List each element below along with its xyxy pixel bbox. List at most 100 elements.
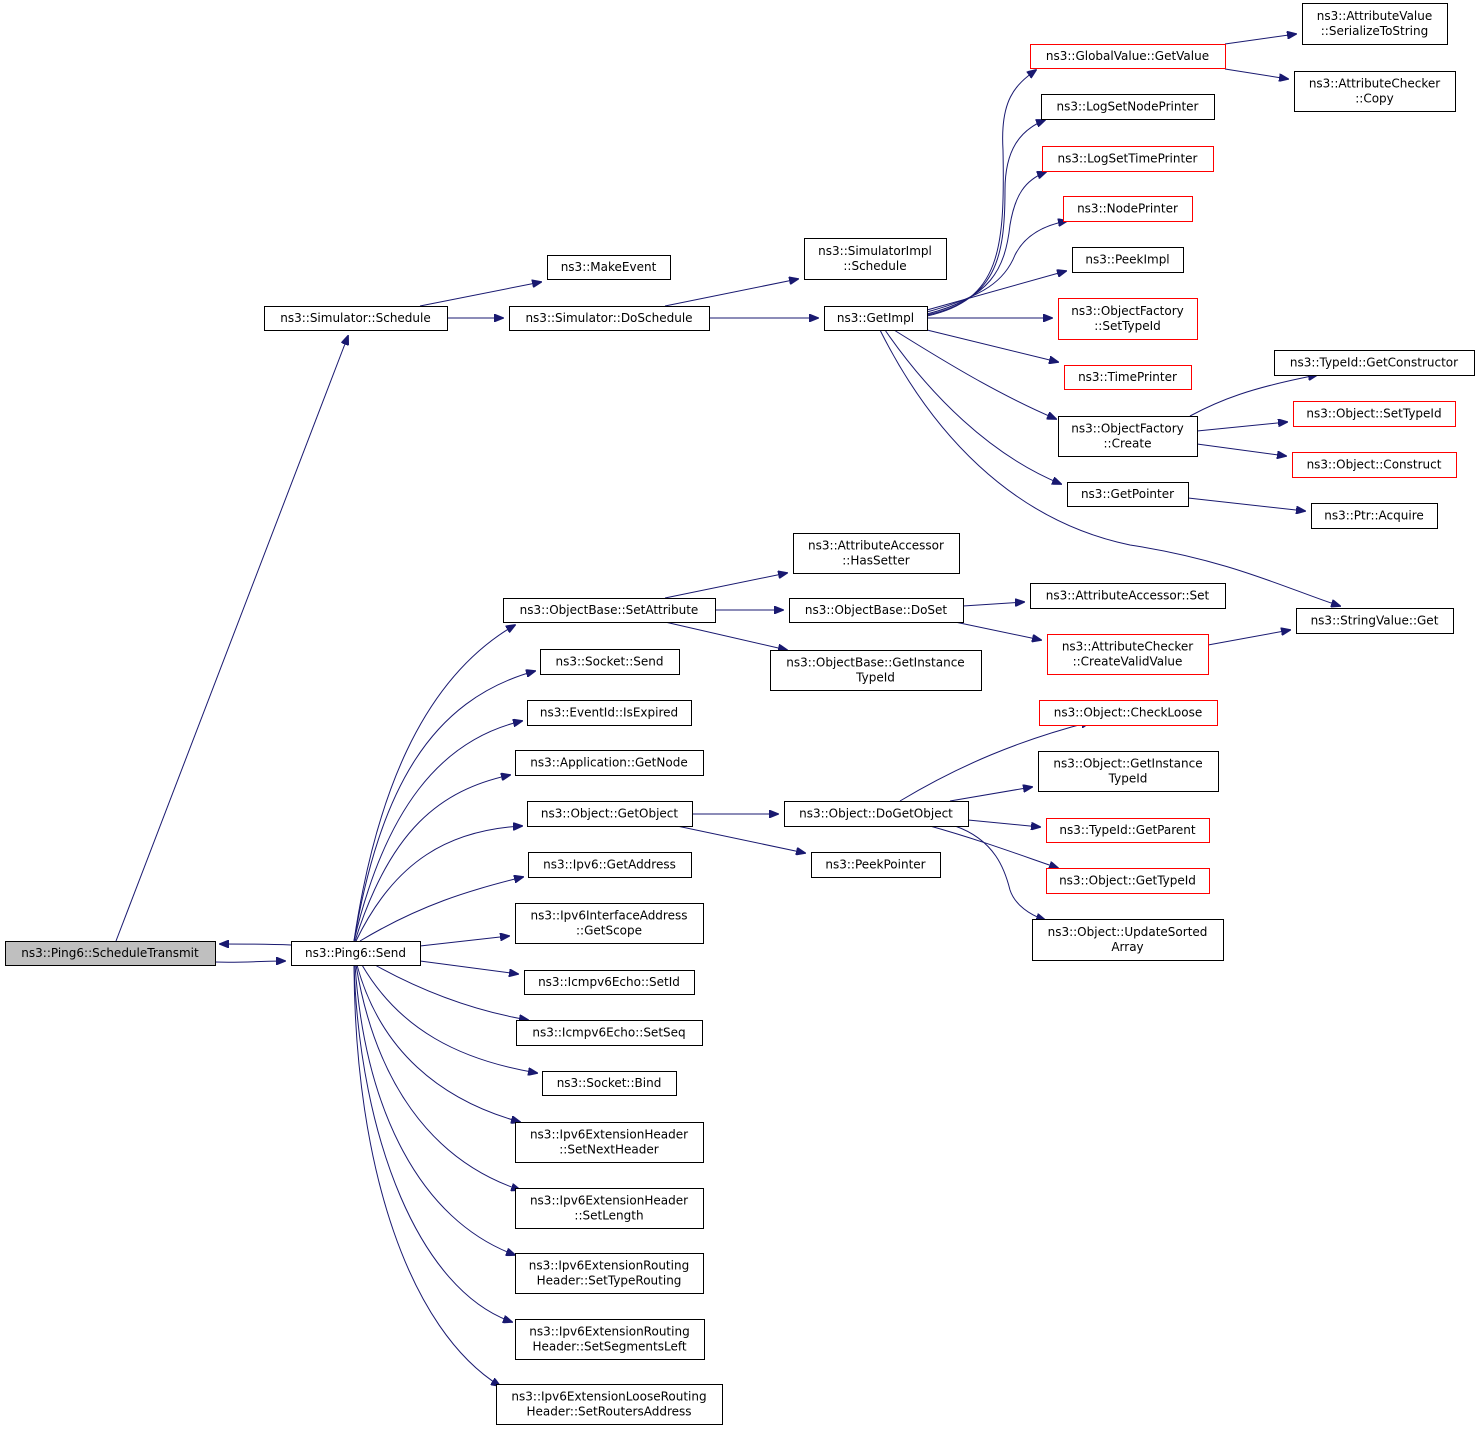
edge-object-dogetobject-to-typeid-getparent xyxy=(967,819,1040,827)
node-ipv6extrouting-settyperouting[interactable]: ns3::Ipv6ExtensionRoutingHeader::SetType… xyxy=(515,1253,704,1294)
node-box xyxy=(1063,196,1193,222)
node-objectbase-doset[interactable]: ns3::ObjectBase::DoSet xyxy=(789,598,964,623)
node-box xyxy=(515,750,704,776)
node-box xyxy=(1064,365,1192,390)
node-label: ns3::TypeId::GetParent xyxy=(1059,823,1195,837)
node-box xyxy=(1038,751,1219,792)
node-socket-send[interactable]: ns3::Socket::Send xyxy=(540,649,680,675)
node-label: ::SetLength xyxy=(574,1209,643,1223)
node-box xyxy=(524,970,695,995)
node-attributechecker-copy[interactable]: ns3::AttributeChecker::Copy xyxy=(1294,71,1456,112)
node-logsetnodeprinter[interactable]: ns3::LogSetNodePrinter xyxy=(1041,94,1215,120)
node-icmpv6echo-setseq[interactable]: ns3::Icmpv6Echo::SetSeq xyxy=(516,1020,703,1046)
node-label: ns3::MakeEvent xyxy=(561,260,657,274)
node-box xyxy=(1058,416,1198,457)
edge-objectfactory-create-to-object-settypeid xyxy=(1196,422,1287,432)
node-box xyxy=(496,1384,723,1425)
node-ptr-acquire[interactable]: ns3::Ptr::Acquire xyxy=(1311,503,1438,529)
node-ipv6extheader-setnextheader[interactable]: ns3::Ipv6ExtensionHeader::SetNextHeader xyxy=(515,1122,704,1163)
node-simulator-schedule[interactable]: ns3::Simulator::Schedule xyxy=(264,306,448,331)
node-box xyxy=(1274,350,1475,376)
node-attributechecker-createvalidvalue[interactable]: ns3::AttributeChecker::CreateValidValue xyxy=(1047,634,1209,675)
node-stringvalue-get[interactable]: ns3::StringValue::Get xyxy=(1296,608,1454,634)
edge-object-getobject-to-peekpointer xyxy=(676,825,805,853)
node-box xyxy=(824,306,928,331)
edge-getpointer-to-ptr-acquire xyxy=(1187,497,1305,511)
node-getpointer[interactable]: ns3::GetPointer xyxy=(1067,482,1189,507)
node-object-construct[interactable]: ns3::Object::Construct xyxy=(1292,452,1457,478)
node-ipv6extlooserouting-setroutersaddress[interactable]: ns3::Ipv6ExtensionLooseRoutingHeader::Se… xyxy=(496,1384,723,1425)
node-ipv6extheader-setlength[interactable]: ns3::Ipv6ExtensionHeader::SetLength xyxy=(515,1188,704,1229)
node-label: ns3::Ipv6ExtensionRouting xyxy=(529,1325,689,1339)
node-nodeprinter[interactable]: ns3::NodePrinter xyxy=(1063,196,1193,222)
node-icmpv6echo-setid[interactable]: ns3::Icmpv6Echo::SetId xyxy=(524,970,695,995)
node-ipv6-getaddress[interactable]: ns3::Ipv6::GetAddress xyxy=(528,852,692,878)
node-make-event[interactable]: ns3::MakeEvent xyxy=(547,255,671,280)
edge-object-dogetobject-to-object-checkloose xyxy=(899,722,1090,802)
node-label: ::SerializeToString xyxy=(1321,24,1429,38)
node-get-impl[interactable]: ns3::GetImpl xyxy=(824,306,928,331)
node-box xyxy=(503,598,716,623)
node-ping6-send[interactable]: ns3::Ping6::Send xyxy=(291,941,421,966)
node-label: ns3::PeekPointer xyxy=(825,858,925,872)
node-label: ns3::GlobalValue::GetValue xyxy=(1046,49,1209,63)
node-typeid-getconstructor[interactable]: ns3::TypeId::GetConstructor xyxy=(1274,350,1475,376)
edge-get-impl-to-stringvalue-get xyxy=(879,329,1340,606)
node-label: ns3::Ipv6ExtensionHeader xyxy=(530,1194,688,1208)
node-label: ns3::Object::CheckLoose xyxy=(1054,706,1202,720)
node-label: ns3::Object::GetObject xyxy=(541,807,679,821)
node-attributevalue-serialize[interactable]: ns3::AttributeValue::SerializeToString xyxy=(1302,3,1448,45)
node-timeprinter[interactable]: ns3::TimePrinter xyxy=(1064,365,1192,390)
node-globalvalue-getvalue[interactable]: ns3::GlobalValue::GetValue xyxy=(1030,44,1226,69)
node-label: ns3::Ipv6ExtensionRouting xyxy=(529,1259,689,1273)
node-label: ns3::PeekImpl xyxy=(1085,253,1169,267)
node-label: ns3::GetPointer xyxy=(1081,487,1174,501)
edge-ping6-send-to-ipv6-getaddress xyxy=(359,877,523,942)
node-attributeaccessor-set[interactable]: ns3::AttributeAccessor::Set xyxy=(1030,583,1226,609)
node-box xyxy=(804,238,947,280)
node-peekpointer[interactable]: ns3::PeekPointer xyxy=(811,852,941,878)
node-attributeaccessor-hassetter[interactable]: ns3::AttributeAccessor::HasSetter xyxy=(793,533,960,574)
edge-object-dogetobject-to-object-getinstancetypeid xyxy=(949,787,1032,802)
node-object-checkloose[interactable]: ns3::Object::CheckLoose xyxy=(1039,700,1218,726)
node-objectfactory-create[interactable]: ns3::ObjectFactory::Create xyxy=(1058,416,1198,457)
node-label: ns3::StringValue::Get xyxy=(1311,614,1439,628)
node-box xyxy=(1072,247,1184,273)
node-eventid-isexpired[interactable]: ns3::EventId::IsExpired xyxy=(527,700,692,726)
node-logsettimeprinter[interactable]: ns3::LogSetTimePrinter xyxy=(1042,146,1214,172)
node-object-getobject[interactable]: ns3::Object::GetObject xyxy=(527,801,693,827)
node-box xyxy=(1046,868,1210,894)
node-box xyxy=(789,598,964,623)
edge-get-impl-to-logsetnodeprinter xyxy=(926,120,1045,316)
node-label: ::Create xyxy=(1104,437,1152,451)
node-box xyxy=(1041,94,1215,120)
node-typeid-getparent[interactable]: ns3::TypeId::GetParent xyxy=(1046,818,1210,843)
node-box xyxy=(1067,482,1189,507)
nodes-layer: ns3::Ping6::ScheduleTransmit ns3::Ping6::… xyxy=(5,3,1475,1425)
node-label: ns3::LogSetNodePrinter xyxy=(1057,100,1199,114)
node-schedule-transmit[interactable]: ns3::Ping6::ScheduleTransmit xyxy=(5,941,216,966)
node-objectbase-setattribute[interactable]: ns3::ObjectBase::SetAttribute xyxy=(503,598,716,623)
node-label: TypeId xyxy=(855,671,895,685)
node-peekimpl[interactable]: ns3::PeekImpl xyxy=(1072,247,1184,273)
node-label: Array xyxy=(1111,940,1143,954)
node-object-gettypeid[interactable]: ns3::Object::GetTypeId xyxy=(1046,868,1210,894)
node-object-dogetobject[interactable]: ns3::Object::DoGetObject xyxy=(784,801,969,827)
node-socket-bind[interactable]: ns3::Socket::Bind xyxy=(542,1071,677,1096)
node-ipv6extrouting-setsegmentsleft[interactable]: ns3::Ipv6ExtensionRoutingHeader::SetSegm… xyxy=(515,1319,705,1360)
node-application-getnode[interactable]: ns3::Application::GetNode xyxy=(515,750,704,776)
edge-ping6-send-to-eventid-isexpired xyxy=(353,721,522,942)
node-box xyxy=(515,1253,704,1294)
node-label: ns3::AttributeValue xyxy=(1317,9,1433,23)
node-label: ::HasSetter xyxy=(842,554,910,568)
node-label: ns3::AttributeChecker xyxy=(1309,77,1440,91)
node-objectfactory-settypeid[interactable]: ns3::ObjectFactory::SetTypeId xyxy=(1058,298,1198,340)
node-simulatorimpl-schedule[interactable]: ns3::SimulatorImpl::Schedule xyxy=(804,238,947,280)
node-label: ::SetNextHeader xyxy=(559,1143,659,1157)
node-ipv6interfaceaddress-getscope[interactable]: ns3::Ipv6InterfaceAddress::GetScope xyxy=(515,903,704,944)
node-object-settypeid[interactable]: ns3::Object::SetTypeId xyxy=(1293,401,1456,427)
node-simulator-doschedule[interactable]: ns3::Simulator::DoSchedule xyxy=(509,306,710,331)
